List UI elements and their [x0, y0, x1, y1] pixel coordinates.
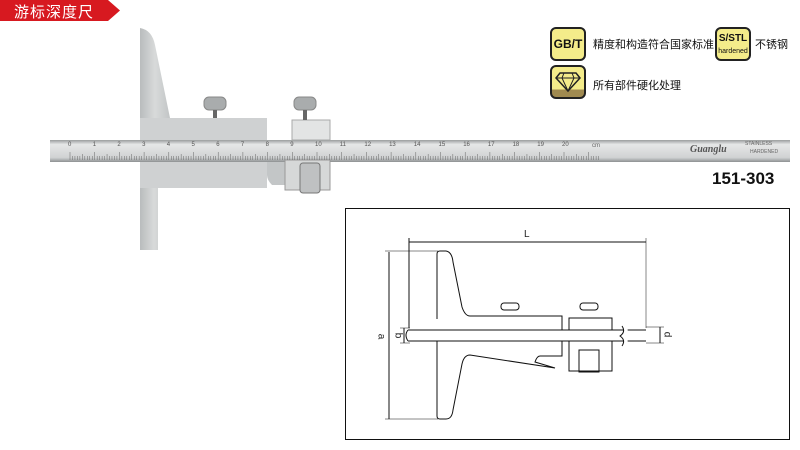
title-banner — [0, 0, 120, 21]
scale-label: 17 — [487, 142, 495, 148]
scale-label: 10 — [315, 142, 322, 148]
scale-label: 12 — [364, 142, 372, 148]
badge-subtext: hardened — [718, 48, 748, 55]
scale-label: 1 — [92, 142, 97, 148]
dimension-d: d — [661, 331, 673, 338]
scale-label: 9 — [290, 142, 294, 148]
feature-label-standard: 精度和构造符合国家标准 — [593, 38, 714, 51]
caliper-beam — [50, 140, 790, 162]
scale-label: 3 — [142, 142, 146, 148]
scale-label: 15 — [438, 142, 446, 148]
scale-label: 2 — [117, 142, 121, 148]
gbt-standard-icon: GB/T — [550, 27, 586, 61]
scale-label: 6 — [216, 142, 220, 148]
scale-label: 20 — [562, 142, 569, 148]
diamond-hardened-icon — [550, 65, 586, 99]
scale-label: 16 — [463, 142, 470, 148]
dimension-diagram — [345, 208, 790, 440]
dimension-a: a — [375, 333, 387, 340]
material-mark-1: STAINLESS — [745, 141, 773, 147]
badge-text: S/STL — [718, 33, 748, 44]
scale-unit: cm — [592, 143, 600, 149]
dimension-b: b — [392, 332, 404, 339]
material-mark-2: HARDENED — [750, 149, 779, 155]
scale-label: 7 — [240, 142, 245, 148]
model-number: 151-303 — [712, 169, 775, 188]
scale-label: 18 — [512, 142, 520, 148]
scale-label: 5 — [191, 142, 195, 148]
scale-label: 11 — [339, 142, 346, 148]
scale-label: 14 — [413, 142, 421, 148]
page-title: 游标深度尺 — [14, 3, 95, 21]
stainless-steel-icon: S/STL hardened — [715, 27, 751, 61]
caliper-head-top — [140, 28, 170, 118]
feature-label-material: 不锈钢 — [755, 38, 788, 51]
thumb-wheel — [299, 162, 321, 194]
scale-label: 19 — [537, 142, 544, 148]
scale-label: 13 — [389, 142, 396, 148]
scale-label: 0 — [68, 142, 72, 148]
scale-label: 8 — [265, 142, 269, 148]
brand-logo: Guanglu — [690, 144, 727, 155]
depth-caliper-photo — [50, 28, 790, 250]
feature-label-hardened: 所有部件硬化处理 — [593, 79, 681, 92]
scale-label: 4 — [166, 142, 171, 148]
dimension-L: L — [524, 229, 530, 240]
